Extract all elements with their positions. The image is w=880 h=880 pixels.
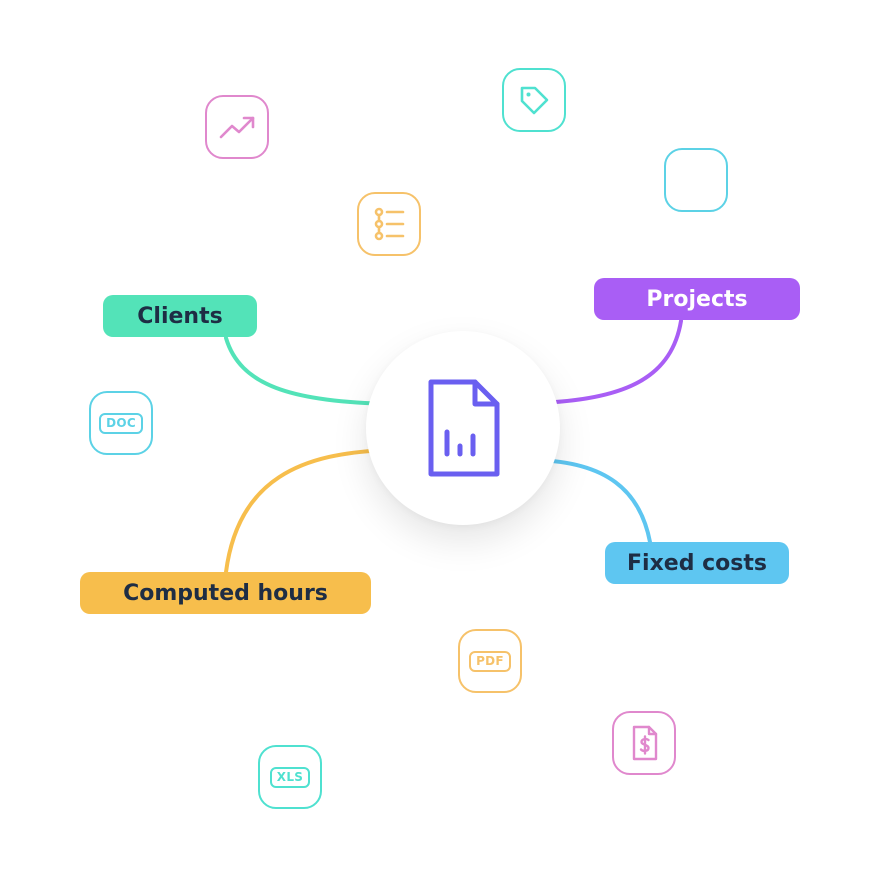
clients-label: Clients [103, 295, 257, 337]
list-tile [357, 192, 421, 256]
pdf-tile: PDF [458, 629, 522, 693]
list-icon [374, 207, 405, 241]
computed-hours-label: Computed hours [80, 572, 371, 614]
clients-label-text: Clients [137, 303, 223, 329]
clients-connector [224, 336, 394, 406]
xls-tile: XLS [258, 745, 322, 809]
fixed-costs-label-text: Fixed costs [627, 550, 767, 576]
tag-tile [502, 68, 566, 132]
dollar-document-icon [632, 725, 658, 761]
projects-label: Projects [594, 278, 800, 320]
trend-up-icon [219, 116, 255, 139]
projects-label-text: Projects [646, 286, 748, 312]
computed-hours-label-text: Computed hours [123, 580, 328, 606]
invoice-tile [612, 711, 676, 775]
price-tag-icon [520, 86, 549, 115]
projects-connector [534, 319, 683, 405]
trend-tile [205, 95, 269, 159]
fixed-costs-label: Fixed costs [605, 542, 789, 584]
report-document-icon [428, 379, 500, 477]
doc-badge: DOC [99, 412, 143, 434]
blank-tile [664, 148, 728, 212]
pdf-badge: PDF [469, 650, 511, 672]
fixed-costs-connector [534, 458, 652, 544]
doc-tile: DOC [89, 391, 153, 455]
computed-hours-connector [224, 448, 394, 574]
xls-badge: XLS [269, 766, 311, 788]
report-node [366, 331, 560, 525]
